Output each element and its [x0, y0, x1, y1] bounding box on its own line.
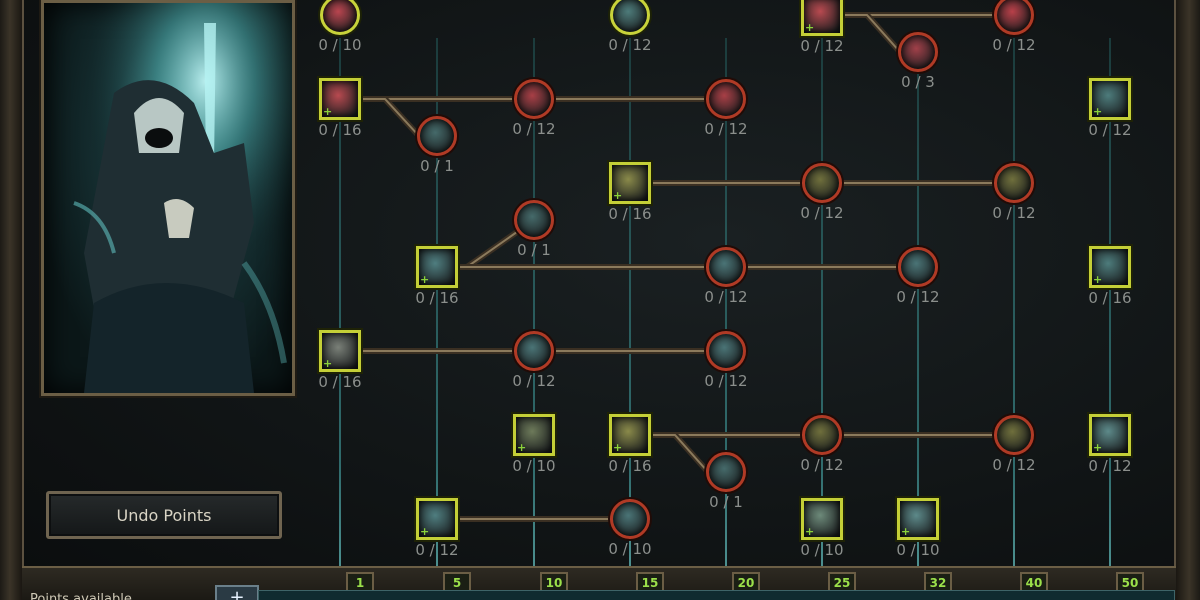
skill-node-a4[interactable]: [994, 0, 1034, 35]
skill-node-d4[interactable]: +: [1089, 246, 1131, 288]
plus-icon: +: [420, 525, 430, 538]
skill-points-label: 0 / 12: [415, 541, 459, 559]
tier-marker: 50: [1116, 572, 1144, 594]
plus-icon: +: [805, 21, 815, 34]
skill-node-g2[interactable]: [610, 499, 650, 539]
window-frame-right: [1174, 0, 1200, 600]
plus-icon: +: [805, 525, 815, 538]
skill-node-d3[interactable]: [898, 247, 938, 287]
skill-points-label: 0 / 12: [1088, 121, 1132, 139]
tier-line: [629, 38, 631, 570]
skill-points-label: 0 / 12: [800, 37, 844, 55]
plus-icon: +: [1093, 441, 1103, 454]
skill-points-label: 0 / 16: [415, 289, 459, 307]
skill-points-label: 0 / 16: [608, 205, 652, 223]
window-frame-left: [0, 0, 24, 600]
skill-points-label: 0 / 10: [800, 541, 844, 559]
skill-node-a2[interactable]: [610, 0, 650, 35]
skill-node-f3[interactable]: [802, 415, 842, 455]
tier-line: [821, 38, 823, 570]
skill-points-label: 0 / 1: [517, 241, 551, 259]
plus-icon: +: [323, 357, 333, 370]
skill-node-b4[interactable]: [417, 116, 457, 156]
skill-points-label: 0 / 10: [318, 36, 362, 54]
plus-icon: +: [613, 189, 623, 202]
class-portrait: [41, 0, 295, 396]
skill-points-label: 0 / 12: [512, 372, 556, 390]
skill-node-b3[interactable]: [706, 79, 746, 119]
skill-points-label: 0 / 10: [512, 457, 556, 475]
skill-node-e3[interactable]: [706, 331, 746, 371]
skill-node-e2[interactable]: [514, 331, 554, 371]
tier-line: [1013, 38, 1015, 570]
skill-points-label: 0 / 10: [608, 540, 652, 558]
skill-points-label: 0 / 10: [896, 541, 940, 559]
skill-node-c2[interactable]: [802, 163, 842, 203]
skill-node-c1[interactable]: +: [609, 162, 651, 204]
plus-icon: +: [323, 105, 333, 118]
plus-icon: +: [613, 441, 623, 454]
skill-node-b5[interactable]: +: [1089, 78, 1131, 120]
skill-node-a3[interactable]: +: [801, 0, 843, 36]
plus-icon: +: [901, 525, 911, 538]
skill-points-label: 0 / 16: [318, 373, 362, 391]
skill-points-label: 0 / 12: [704, 372, 748, 390]
tier-marker: 32: [924, 572, 952, 594]
skill-node-g1[interactable]: +: [416, 498, 458, 540]
skill-points-label: 0 / 12: [608, 36, 652, 54]
skill-node-c3[interactable]: [994, 163, 1034, 203]
skill-node-f2[interactable]: +: [609, 414, 651, 456]
plus-icon: +: [1093, 273, 1103, 286]
skill-node-b2[interactable]: [514, 79, 554, 119]
skill-points-label: 0 / 3: [901, 73, 935, 91]
undo-points-button[interactable]: Undo Points: [46, 491, 282, 539]
skill-node-d1[interactable]: +: [416, 246, 458, 288]
skill-node-g4[interactable]: +: [897, 498, 939, 540]
plus-icon: +: [420, 273, 430, 286]
tier-line: [533, 38, 535, 570]
skill-node-f1[interactable]: +: [513, 414, 555, 456]
skill-node-a5[interactable]: [898, 32, 938, 72]
tier-marker: 40: [1020, 572, 1048, 594]
mastery-progress-track: [258, 590, 1175, 600]
skill-points-label: 0 / 16: [1088, 289, 1132, 307]
skill-node-f5[interactable]: +: [1089, 414, 1131, 456]
points-available-text: Points available: [30, 592, 132, 600]
skill-node-b1[interactable]: +: [319, 78, 361, 120]
tier-line: [917, 38, 919, 570]
tier-line: [725, 38, 727, 570]
plus-icon: +: [1093, 105, 1103, 118]
skill-points-label: 0 / 12: [800, 456, 844, 474]
skill-points-label: 0 / 16: [608, 457, 652, 475]
tier-line: [1109, 38, 1111, 570]
plus-icon: +: [517, 441, 527, 454]
skill-node-e1[interactable]: +: [319, 330, 361, 372]
tier-line: [436, 38, 438, 570]
skill-points-label: 0 / 12: [704, 288, 748, 306]
skill-points-label: 0 / 12: [704, 120, 748, 138]
tier-line: [339, 38, 341, 570]
skill-points-label: 0 / 12: [512, 120, 556, 138]
skill-node-f4[interactable]: [994, 415, 1034, 455]
skill-points-label: 0 / 12: [1088, 457, 1132, 475]
skill-points-label: 0 / 1: [709, 493, 743, 511]
skill-node-f6[interactable]: [706, 452, 746, 492]
necromancer-portrait-image: [44, 3, 292, 393]
skill-points-label: 0 / 12: [800, 204, 844, 222]
add-points-button[interactable]: +: [215, 585, 259, 600]
skill-points-label: 0 / 12: [992, 36, 1036, 54]
skill-node-d0[interactable]: [514, 200, 554, 240]
skill-points-label: 0 / 16: [318, 121, 362, 139]
skill-points-label: 0 / 1: [420, 157, 454, 175]
skill-node-d2[interactable]: [706, 247, 746, 287]
skill-node-g3[interactable]: +: [801, 498, 843, 540]
skill-node-a1[interactable]: [320, 0, 360, 35]
skill-points-label: 0 / 12: [992, 204, 1036, 222]
skill-points-label: 0 / 12: [896, 288, 940, 306]
skill-points-label: 0 / 12: [992, 456, 1036, 474]
